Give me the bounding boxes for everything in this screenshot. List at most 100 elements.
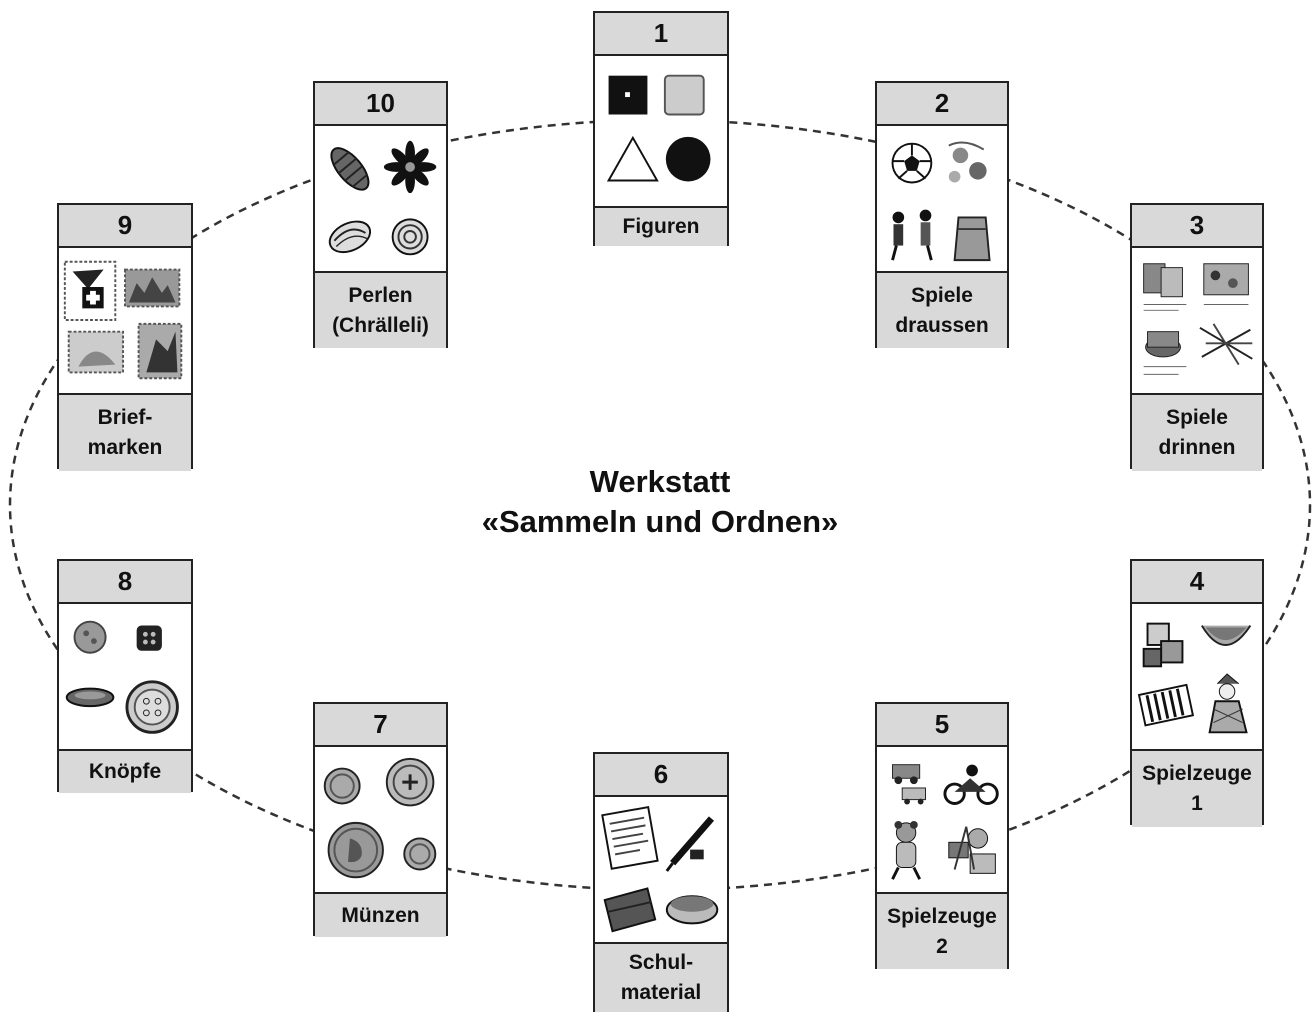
building-blocks-icon — [1142, 622, 1184, 668]
station-label: Schul- material — [595, 944, 727, 1012]
station-label-line: Spiele — [1166, 406, 1228, 429]
dice-cup-icon — [1143, 331, 1187, 375]
flower-bead-icon — [383, 140, 437, 194]
shell-bead-icon — [328, 220, 372, 254]
station-label-line: Spielzeuge — [1142, 762, 1252, 785]
station-image — [595, 797, 727, 944]
workshop-title: Werkstatt «Sammeln und Ordnen» — [440, 462, 880, 542]
station-image — [315, 747, 446, 894]
station-label: Knöpfe — [59, 751, 191, 793]
station-number: 2 — [877, 83, 1007, 126]
toy-pile-icon — [948, 826, 996, 874]
station-label-line: drinnen — [1158, 436, 1236, 459]
card-game-icon — [1143, 263, 1187, 311]
stamp-icon — [63, 260, 117, 321]
station-9-card[interactable]: 9 Brief- marken — [57, 203, 193, 471]
round-button-icon — [73, 620, 107, 654]
station-number: 8 — [59, 561, 191, 604]
portrait-coin-icon — [327, 821, 384, 879]
station-image — [1132, 248, 1262, 395]
station-2-card[interactable]: 2 Spiele draussen — [875, 81, 1009, 348]
board-game-icon — [1203, 263, 1249, 305]
station-label-line: (Chrälleli) — [332, 313, 429, 337]
pen-icon — [665, 816, 715, 872]
station-label-line: 1 — [1191, 792, 1203, 815]
square-button-icon — [136, 625, 162, 651]
workshop-title-line2: «Sammeln und Ordnen» — [481, 504, 839, 539]
station-image — [59, 248, 191, 395]
station-7-card[interactable]: 7 Münzen — [313, 702, 448, 937]
station-number: 9 — [59, 205, 191, 248]
stamp-icon — [124, 268, 181, 308]
station-label: Spielzeuge 2 — [877, 894, 1007, 969]
triangle-icon — [606, 135, 659, 182]
station-1-card[interactable]: 1 Figuren — [593, 11, 729, 246]
motorcycle-icon — [943, 764, 999, 805]
station-label: Spiele draussen — [877, 273, 1007, 348]
coin-icon — [385, 757, 435, 807]
coin-icon — [403, 837, 437, 871]
coin-icon — [323, 767, 361, 805]
soccer-ball-icon — [891, 142, 933, 184]
station-label-line: 2 — [936, 934, 948, 958]
station-label-line: Spiele — [911, 283, 973, 307]
black-square-icon — [608, 75, 648, 115]
station-number: 10 — [315, 83, 446, 126]
rocking-toy-icon — [1201, 625, 1252, 646]
station-10-card[interactable]: 10 Perlen (Chrälleli) — [313, 81, 448, 348]
jester-puppet-icon — [1208, 673, 1248, 734]
station-number: 3 — [1132, 205, 1262, 248]
station-label: Spiele drinnen — [1132, 395, 1262, 471]
pencil-case-icon — [603, 887, 657, 933]
station-label: Brief- marken — [59, 395, 191, 471]
station-label-line: Knöpfe — [88, 760, 162, 783]
station-number: 1 — [595, 13, 727, 56]
mikado-sticks-icon — [1199, 323, 1253, 366]
oval-button-icon — [65, 687, 115, 708]
station-label-line: marken — [87, 436, 163, 459]
notebook-page-icon — [601, 806, 659, 870]
station-number: 7 — [315, 704, 446, 747]
spiral-bead-icon — [391, 218, 429, 256]
marbles-icon — [948, 141, 987, 183]
station-5-card[interactable]: 5 Spielzeuge 2 — [875, 702, 1009, 969]
station-label-line: Perlen — [348, 283, 413, 307]
station-label: Perlen (Chrälleli) — [315, 273, 446, 348]
station-number: 6 — [595, 754, 727, 797]
station-number: 4 — [1132, 561, 1262, 604]
station-image — [315, 126, 446, 273]
sack-icon — [953, 216, 991, 262]
station-label-line: Spielzeuge — [887, 904, 997, 928]
station-label-line: material — [620, 981, 702, 1004]
station-label-line: Münzen — [341, 903, 420, 927]
station-label: Spielzeuge 1 — [1132, 751, 1262, 827]
toy-cars-icon — [892, 764, 926, 805]
station-label-line: Brief- — [97, 406, 153, 429]
bead-icon — [330, 147, 370, 191]
station-number: 5 — [877, 704, 1007, 747]
station-label-line: draussen — [895, 313, 989, 337]
station-4-card[interactable]: 4 Spielzeuge 1 — [1130, 559, 1264, 827]
station-label: Münzen — [315, 894, 446, 937]
station-3-card[interactable]: 3 Spiele drinnen — [1130, 203, 1264, 471]
station-label-line: Schul- — [628, 951, 694, 974]
station-label: Figuren — [595, 208, 727, 246]
children-playing-icon — [891, 209, 933, 261]
black-circle-icon — [665, 136, 711, 182]
stamp-icon — [137, 322, 183, 380]
gray-square-icon — [663, 74, 705, 116]
station-image — [877, 747, 1007, 894]
station-image — [59, 604, 191, 751]
station-image — [1132, 604, 1262, 751]
station-image — [877, 126, 1007, 273]
workshop-title-line1: Werkstatt — [589, 464, 731, 499]
sandwich-box-icon — [665, 895, 719, 925]
station-8-card[interactable]: 8 Knöpfe — [57, 559, 193, 793]
station-6-card[interactable]: 6 Schul- material — [593, 752, 729, 1012]
stamp-icon — [67, 330, 125, 374]
station-label-line: Figuren — [622, 215, 700, 238]
four-hole-button-icon — [125, 680, 179, 734]
xylophone-icon — [1137, 683, 1195, 727]
station-image — [595, 56, 727, 208]
teddy-figure-icon — [891, 820, 921, 880]
